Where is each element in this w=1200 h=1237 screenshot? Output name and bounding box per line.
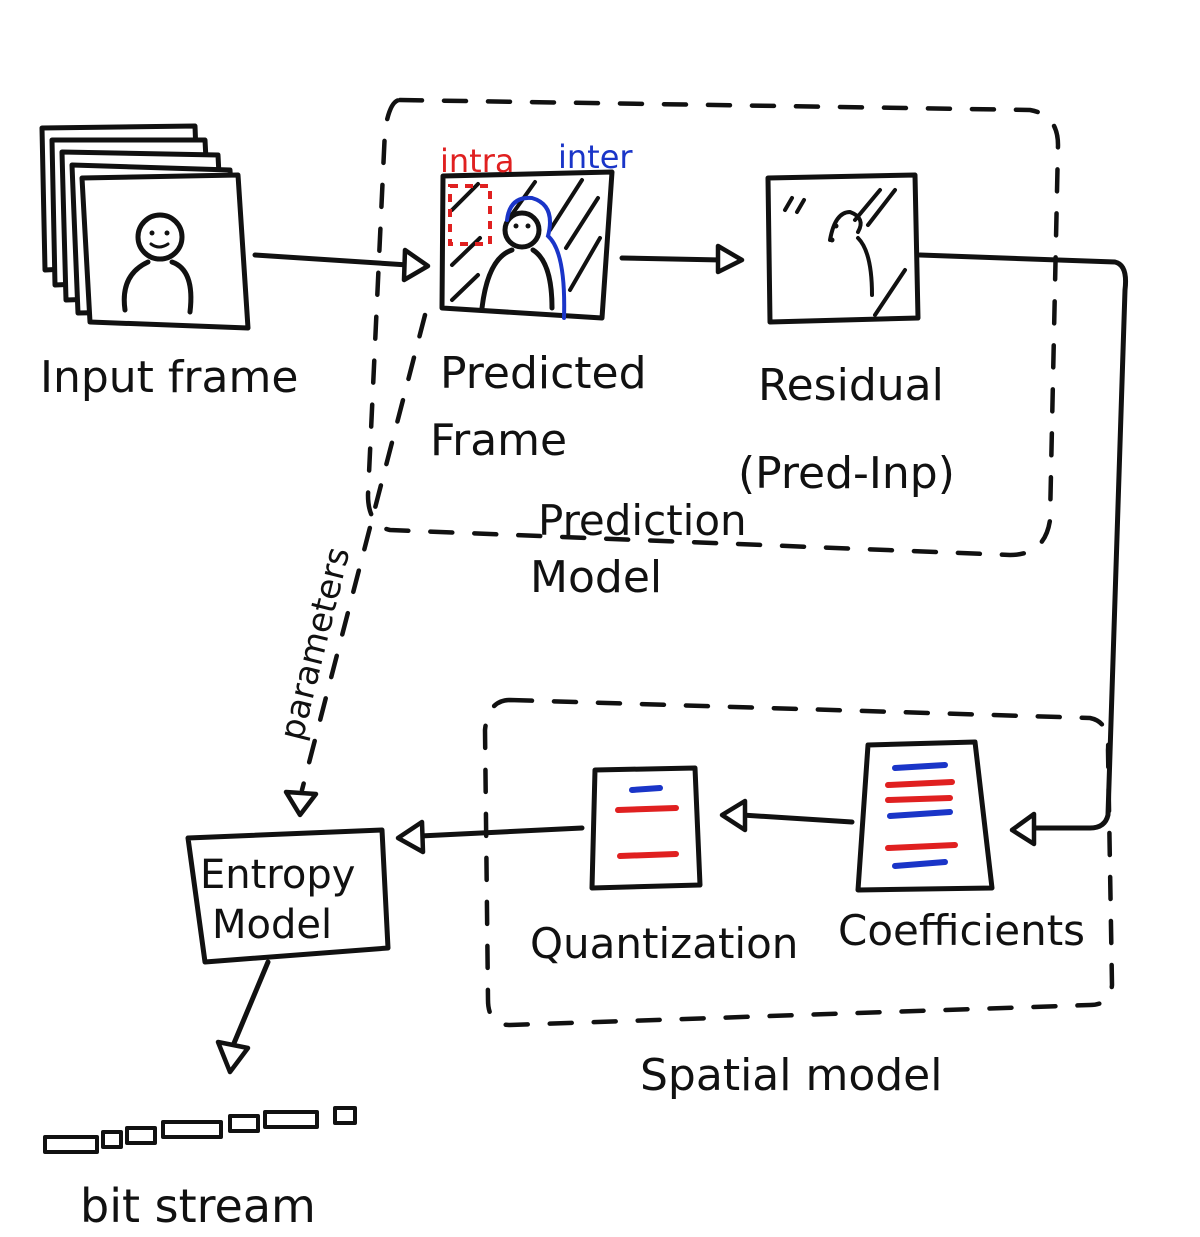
quantization-label: Quantization [530, 919, 798, 968]
arrow-coefficients-to-quantization [739, 812, 855, 825]
intra-label: intra [440, 142, 514, 180]
spatial-model-label: Spatial model [640, 1050, 942, 1101]
entropy-model-label-line1: Entropy [200, 852, 355, 898]
coefficients-label: Coefficients [838, 906, 1085, 955]
predicted-frame-label-line1: Predicted [440, 348, 647, 399]
prediction-model-group-border [365, 97, 1061, 558]
bit-stream-label: bit stream [80, 1179, 316, 1233]
inter-motion-outline [505, 195, 567, 320]
parameters-label: parameters [272, 543, 359, 744]
prediction-model-label-line1: Prediction [538, 496, 747, 545]
person-icon [828, 210, 874, 297]
bit-stream-blocks [43, 1106, 357, 1154]
coefficients-block [855, 739, 995, 893]
residual-label-line1: Residual [758, 360, 944, 411]
entropy-model-label-line2: Model [212, 902, 332, 948]
arrow-parameters-to-entropy [299, 312, 428, 793]
residual-label-line2: (Pred-Inp) [738, 448, 955, 499]
intra-block-marker [448, 184, 492, 246]
entropy-model-box [185, 827, 391, 965]
spatial-model-group-border [482, 697, 1115, 1028]
arrow-residual-to-coefficients [917, 252, 1128, 831]
quantization-block [589, 765, 703, 891]
residual-frame [765, 172, 921, 325]
person-icon [479, 210, 555, 311]
input-frame-label: Input frame [40, 352, 298, 403]
person-icon [121, 212, 194, 315]
predicted-frame-label-line2: Frame [430, 415, 567, 466]
arrow-quantization-to-entropy [417, 825, 585, 839]
arrow-predicted-to-residual [619, 255, 725, 263]
predicted-frame [439, 169, 615, 321]
prediction-model-label-line2: Model [530, 552, 662, 603]
arrow-input-to-predicted [252, 252, 411, 268]
inter-label: inter [558, 138, 633, 176]
arrow-entropy-to-bitstream [229, 959, 271, 1051]
input-frame-stack [39, 123, 251, 331]
